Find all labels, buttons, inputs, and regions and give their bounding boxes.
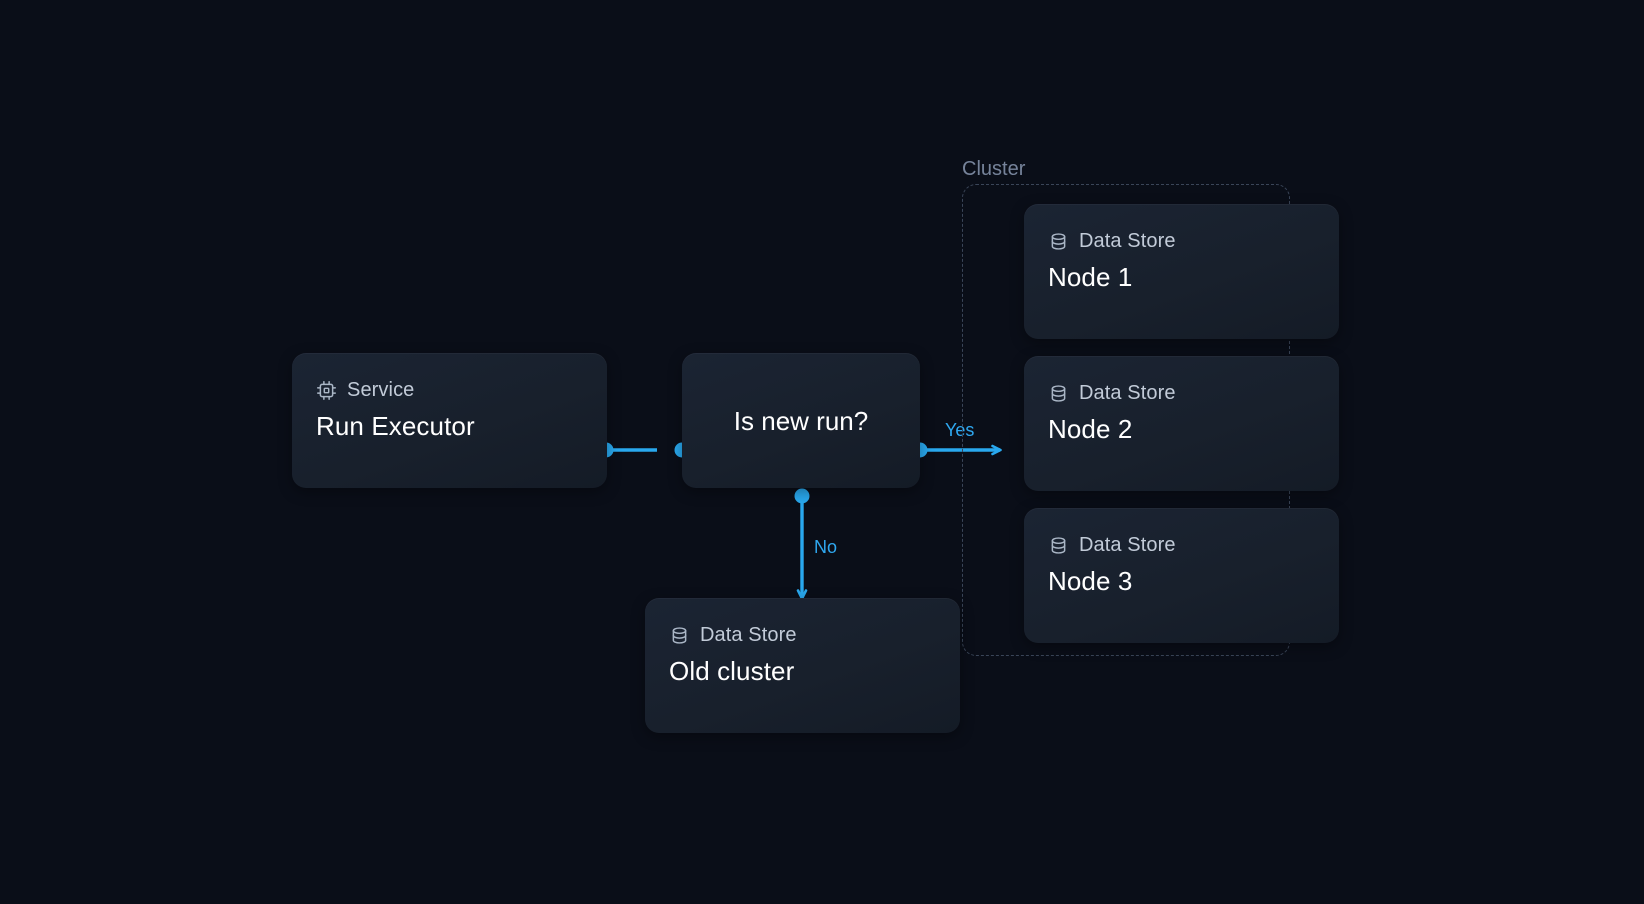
edge-service-to-decision bbox=[598, 442, 690, 458]
node-title: Run Executor bbox=[316, 411, 475, 441]
node-header: Data Store bbox=[1048, 382, 1315, 404]
node-node-2[interactable]: Data Store Node 2 bbox=[1024, 356, 1339, 491]
cpu-icon bbox=[316, 380, 337, 401]
edge-label-yes: Yes bbox=[945, 420, 975, 440]
decision-label: Is new run? bbox=[733, 405, 869, 436]
node-node-3[interactable]: Data Store Node 3 bbox=[1024, 508, 1339, 643]
node-old-cluster[interactable]: Data Store Old cluster bbox=[645, 598, 960, 733]
node-header: Service bbox=[316, 379, 583, 401]
node-kind-label: Data Store bbox=[1079, 382, 1176, 404]
edge-label-no: No bbox=[814, 537, 838, 557]
cluster-group-label: Cluster bbox=[962, 158, 1026, 180]
node-header: Data Store bbox=[669, 624, 936, 646]
node-is-new-run[interactable]: Is new run? bbox=[682, 353, 920, 488]
node-kind-label: Service bbox=[347, 379, 415, 401]
node-run-executor[interactable]: Service Run Executor bbox=[292, 353, 607, 488]
node-title: Node 2 bbox=[1048, 414, 1133, 444]
node-kind-label: Data Store bbox=[1079, 534, 1176, 556]
edge-decision-to-old-cluster bbox=[794, 488, 810, 600]
database-icon bbox=[1048, 535, 1069, 556]
node-title: Node 3 bbox=[1048, 566, 1133, 596]
node-header: Data Store bbox=[1048, 534, 1315, 556]
database-icon bbox=[1048, 231, 1069, 252]
node-kind-label: Data Store bbox=[700, 624, 797, 646]
node-title: Node 1 bbox=[1048, 262, 1133, 292]
database-icon bbox=[669, 625, 690, 646]
node-title: Old cluster bbox=[669, 656, 795, 686]
node-header: Data Store bbox=[1048, 230, 1315, 252]
node-kind-label: Data Store bbox=[1079, 230, 1176, 252]
node-node-1[interactable]: Data Store Node 1 bbox=[1024, 204, 1339, 339]
database-icon bbox=[1048, 383, 1069, 404]
